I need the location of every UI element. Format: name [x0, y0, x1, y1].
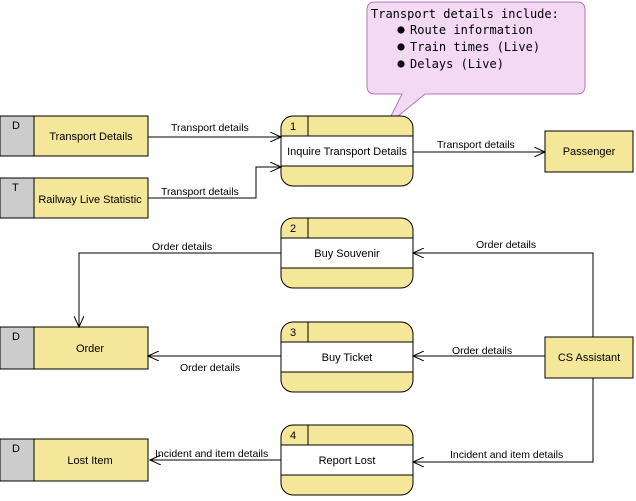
- flow-label: Transport details: [437, 139, 515, 151]
- store-label: Order: [76, 343, 104, 355]
- flow-label: Incident and item details: [450, 449, 563, 461]
- callout-bullet: Train times (Live): [410, 40, 540, 54]
- callout-shape: [366, 1, 586, 127]
- process-id: 2: [290, 223, 296, 235]
- bullet-icon: [397, 26, 405, 34]
- store-label: Lost Item: [67, 455, 112, 467]
- callout-bullet: Delays (Live): [410, 57, 504, 71]
- flow-label: Incident and item details: [155, 448, 268, 460]
- entity-cs-assistant[interactable]: CS Assistant: [544, 336, 634, 379]
- store-id: D: [12, 331, 20, 343]
- process-inquire-transport-details[interactable]: 1 Inquire Transport Details: [280, 115, 414, 187]
- data-store-lost-item[interactable]: D Lost Item: [0, 438, 149, 482]
- process-id: 1: [290, 121, 296, 133]
- store-id: D: [12, 443, 20, 455]
- flow-railway-stat-to-inquire[interactable]: [148, 167, 281, 199]
- bullet-icon: [397, 60, 405, 68]
- callout-title: Transport details include:: [371, 7, 559, 21]
- process-buy-souvenir[interactable]: 2 Buy Souvenir: [280, 217, 414, 289]
- flow-cs-to-report-lost[interactable]: [413, 378, 594, 462]
- entity-label: Passenger: [563, 146, 616, 158]
- store-id: D: [12, 120, 20, 132]
- callout-bullet: Route information: [410, 23, 533, 37]
- store-label: Railway Live Statistic: [38, 194, 142, 206]
- entity-passenger[interactable]: Passenger: [544, 130, 634, 173]
- flow-label: Transport details: [171, 122, 249, 134]
- data-store-railway-live-statistic[interactable]: T Railway Live Statistic: [0, 177, 149, 219]
- entity-label: CS Assistant: [558, 352, 620, 364]
- process-id: 4: [290, 430, 296, 442]
- store-id: T: [12, 182, 19, 194]
- flow-cs-to-buy-souvenir[interactable]: [413, 253, 594, 337]
- process-report-lost[interactable]: 4 Report Lost: [280, 424, 414, 496]
- process-buy-ticket[interactable]: 3 Buy Ticket: [280, 321, 414, 393]
- process-label: Buy Ticket: [322, 352, 373, 364]
- process-id: 3: [290, 327, 296, 339]
- flow-label: Order details: [180, 362, 240, 374]
- store-label: Transport Details: [49, 131, 133, 143]
- flow-label: Transport details: [161, 186, 239, 198]
- flow-label: Order details: [452, 345, 512, 357]
- flow-label: Order details: [476, 239, 536, 251]
- flow-label: Order details: [152, 241, 212, 253]
- flow-buy-souvenir-to-order[interactable]: [79, 252, 281, 327]
- data-store-order[interactable]: D Order: [0, 326, 149, 370]
- callout-note[interactable]: Transport details include: Route informa…: [366, 1, 586, 127]
- process-label: Inquire Transport Details: [287, 146, 407, 158]
- data-store-transport-details[interactable]: D Transport Details: [0, 115, 149, 157]
- process-label: Report Lost: [319, 455, 376, 467]
- bullet-icon: [397, 43, 405, 51]
- process-label: Buy Souvenir: [314, 248, 380, 260]
